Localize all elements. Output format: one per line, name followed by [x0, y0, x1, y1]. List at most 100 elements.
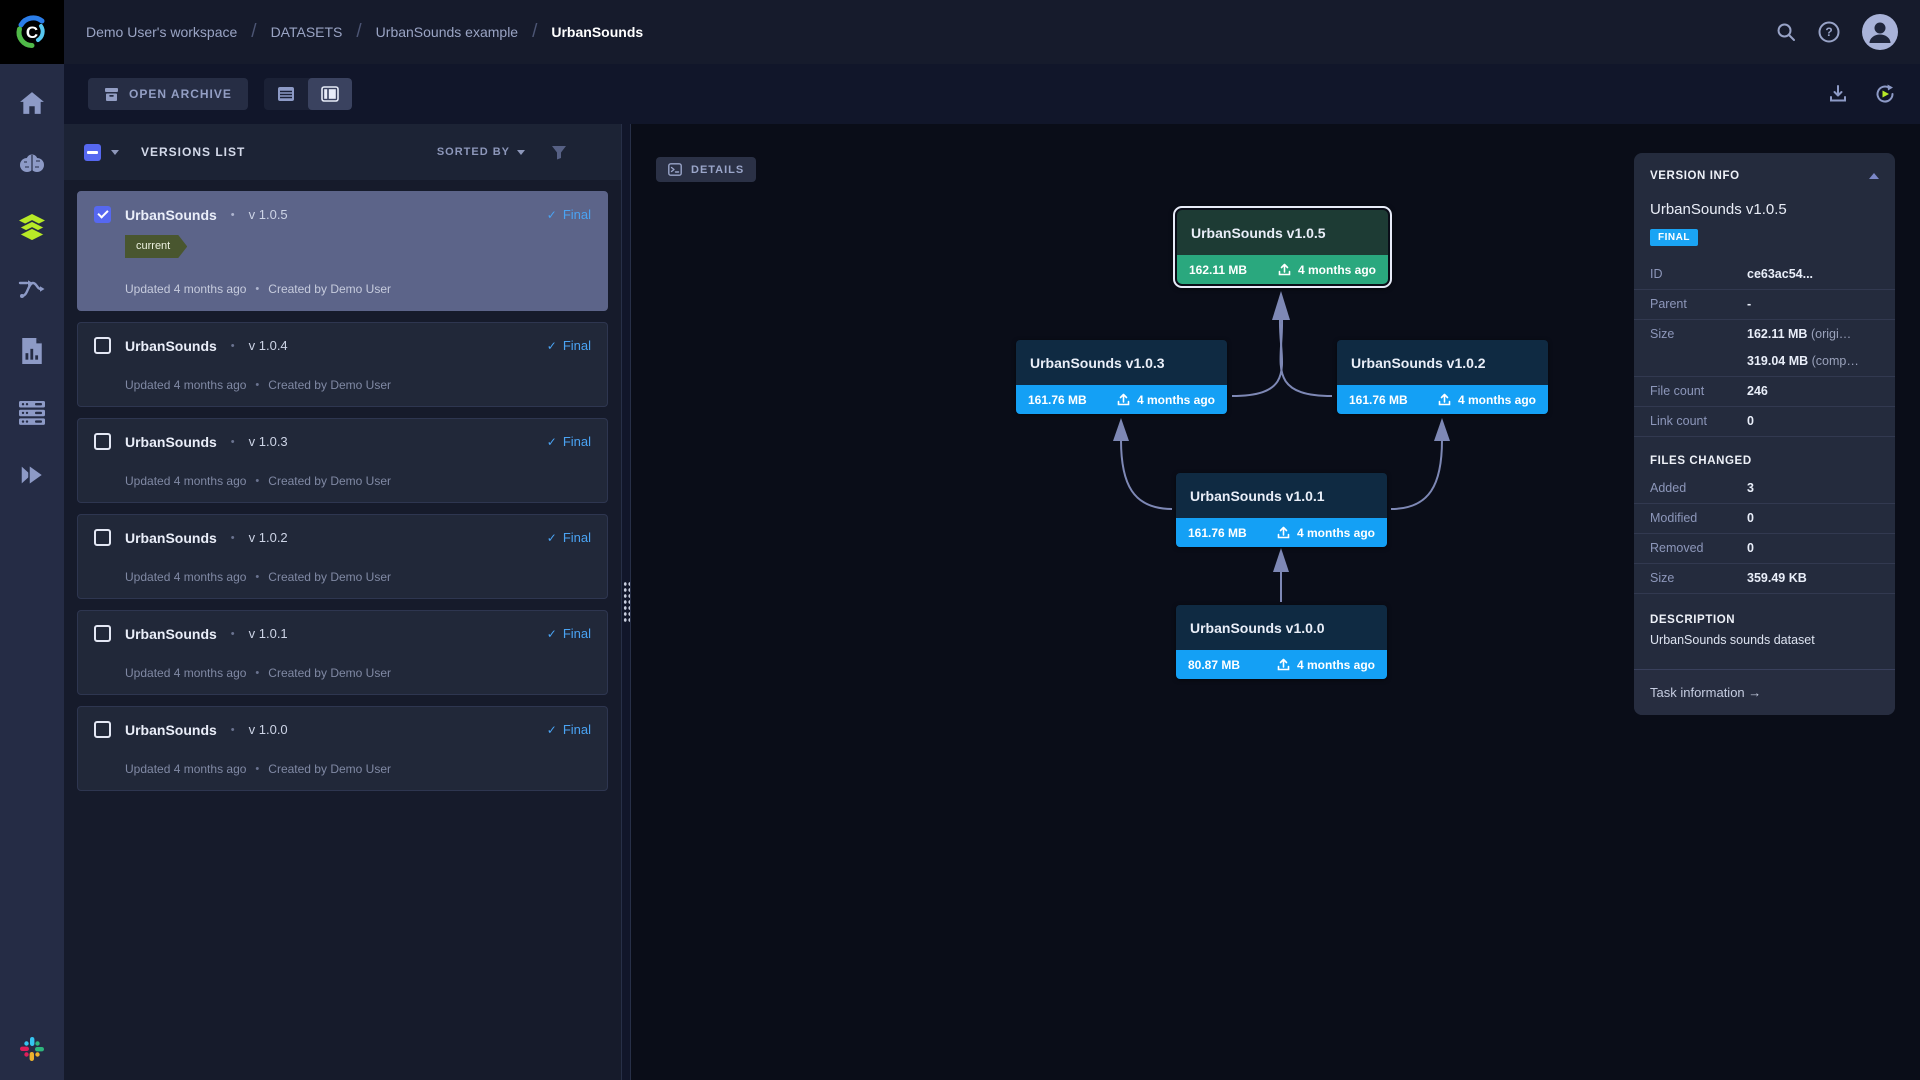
- view-toggle-group: [263, 78, 352, 110]
- collapse-chevron-icon[interactable]: [1869, 173, 1879, 179]
- node-footer: 80.87 MB 4 months ago: [1176, 650, 1387, 679]
- selection-menu-caret-icon[interactable]: [111, 149, 119, 155]
- updated-text: Updated 4 months ago: [125, 378, 247, 392]
- user-avatar[interactable]: [1862, 14, 1898, 50]
- version-row-1.0.4[interactable]: UrbanSounds v 1.0.4 Final Updated 4 mont…: [77, 322, 608, 407]
- graph-node-v1.0.5[interactable]: UrbanSounds v1.0.5 162.11 MB 4 months ag…: [1173, 206, 1392, 288]
- upload-icon: [1277, 526, 1290, 539]
- task-information-label: Task information →: [1650, 685, 1762, 700]
- info-row-size: Size 162.11 MB (origi… 319.04 MB (comp…: [1634, 320, 1895, 377]
- updated-text: Updated 4 months ago: [125, 666, 247, 680]
- sidebar-item-datasets[interactable]: [0, 196, 64, 258]
- updated-text: Updated 4 months ago: [125, 570, 247, 584]
- open-archive-button[interactable]: OPEN ARCHIVE: [88, 78, 248, 110]
- slack-link[interactable]: [0, 1036, 64, 1062]
- info-value: 0: [1747, 511, 1754, 525]
- sidebar-item-applications[interactable]: [0, 444, 64, 506]
- row-checkbox[interactable]: [94, 206, 111, 223]
- info-label: Size: [1650, 327, 1675, 341]
- node-size: 161.76 MB: [1028, 392, 1087, 407]
- row-checkbox[interactable]: [94, 433, 111, 450]
- status-final: Final: [547, 722, 591, 737]
- breadcrumb-datasets[interactable]: DATASETS: [270, 24, 343, 40]
- sidebar-item-projects[interactable]: [0, 134, 64, 196]
- graph-node-v1.0.0[interactable]: UrbanSounds v1.0.0 80.87 MB 4 months ago: [1176, 605, 1387, 679]
- node-size: 80.87 MB: [1188, 657, 1241, 672]
- details-button[interactable]: DETAILS: [656, 157, 757, 182]
- version-info-title-label: VERSION INFO: [1650, 170, 1740, 182]
- applications-icon: [20, 463, 45, 487]
- info-value-original: 162.11 MB (origi…: [1747, 327, 1852, 341]
- version-row-1.0.2[interactable]: UrbanSounds v 1.0.2 Final Updated 4 mont…: [77, 514, 608, 599]
- info-row-removed: Removed 0: [1634, 534, 1895, 564]
- sorted-by-label: SORTED BY: [436, 146, 510, 158]
- sidebar-item-reports[interactable]: [0, 320, 64, 382]
- sidebar-item-pipelines[interactable]: [0, 258, 64, 320]
- version-row-1.0.0[interactable]: UrbanSounds v 1.0.0 Final Updated 4 mont…: [77, 706, 608, 791]
- sidebar: C: [0, 0, 64, 1080]
- graph-node-v1.0.2[interactable]: UrbanSounds v1.0.2 161.76 MB 4 months ag…: [1337, 340, 1548, 414]
- sidebar-item-workers[interactable]: [0, 382, 64, 444]
- edge-v101-to-v102: [1390, 439, 1443, 510]
- node-size: 161.76 MB: [1188, 525, 1247, 540]
- version-info-panel: VERSION INFO UrbanSounds v1.0.5 FINAL ID…: [1634, 153, 1895, 715]
- upload-icon: [1438, 393, 1451, 406]
- breadcrumb-separator: [356, 21, 361, 43]
- arrowhead-icon: [1272, 291, 1290, 320]
- filter-funnel-icon[interactable]: [551, 145, 567, 160]
- row-checkbox[interactable]: [94, 625, 111, 642]
- archive-icon: [105, 87, 118, 101]
- breadcrumb-workspace[interactable]: Demo User's workspace: [86, 24, 238, 40]
- breadcrumb: Demo User's workspace DATASETS UrbanSoun…: [86, 21, 643, 43]
- select-all-checkbox[interactable]: [84, 143, 101, 161]
- graph-node-v1.0.1[interactable]: UrbanSounds v1.0.1 161.76 MB 4 months ag…: [1176, 473, 1387, 547]
- download-button[interactable]: [1828, 84, 1848, 104]
- info-label: ID: [1650, 267, 1663, 281]
- version-info-rows: ID ce63ac54... Parent - Size 162.11 MB (…: [1634, 260, 1895, 437]
- sorted-by-caret-icon: [517, 149, 525, 155]
- row-checkbox[interactable]: [94, 337, 111, 354]
- info-row-link-count: Link count 0: [1634, 407, 1895, 437]
- dot-separator: [255, 475, 259, 487]
- info-value: 359.49 KB: [1747, 571, 1807, 585]
- version-row-1.0.1[interactable]: UrbanSounds v 1.0.1 Final Updated 4 mont…: [77, 610, 608, 695]
- created-text: Created by Demo User: [268, 666, 391, 680]
- panel-resize-handle[interactable]: [621, 124, 631, 1080]
- auto-refresh-button[interactable]: [1874, 83, 1896, 105]
- info-label: Modified: [1650, 511, 1698, 525]
- arrowhead-icon: [1434, 418, 1450, 441]
- graph-node-v1.0.3[interactable]: UrbanSounds v1.0.3 161.76 MB 4 months ag…: [1016, 340, 1227, 414]
- version-name: UrbanSounds: [125, 337, 217, 354]
- info-value-compressed: 319.04 MB (comp…: [1747, 354, 1859, 368]
- sorted-by-dropdown[interactable]: SORTED BY: [437, 146, 525, 158]
- upload-icon: [1117, 393, 1130, 406]
- dot-separator: [231, 340, 235, 352]
- sidebar-item-home[interactable]: [0, 72, 64, 134]
- dot-separator: [255, 571, 259, 583]
- table-view-button[interactable]: [264, 78, 308, 110]
- toolbar-right-actions: [1828, 83, 1896, 105]
- node-age: 4 months ago: [1296, 525, 1375, 540]
- row-checkbox[interactable]: [94, 721, 111, 738]
- search-button[interactable]: [1776, 22, 1796, 42]
- node-title: UrbanSounds v1.0.3: [1016, 340, 1227, 385]
- task-information-link[interactable]: Task information →: [1634, 669, 1895, 715]
- breadcrumb-project[interactable]: UrbanSounds example: [375, 24, 519, 40]
- datasets-layers-icon: [18, 213, 46, 241]
- breadcrumb-current: UrbanSounds: [551, 24, 644, 40]
- info-label: Added: [1650, 481, 1687, 495]
- open-archive-label: OPEN ARCHIVE: [129, 87, 232, 101]
- drag-grip-icon: [622, 581, 630, 623]
- version-row-1.0.5[interactable]: UrbanSounds v 1.0.5 Final current Update…: [77, 191, 608, 311]
- split-view-button[interactable]: [307, 78, 352, 110]
- version-row-1.0.3[interactable]: UrbanSounds v 1.0.3 Final Updated 4 mont…: [77, 418, 608, 503]
- clearml-logo[interactable]: C: [0, 0, 64, 64]
- workers-queues-icon: [19, 401, 45, 425]
- created-text: Created by Demo User: [268, 570, 391, 584]
- version-name: UrbanSounds: [125, 433, 217, 450]
- node-footer: 162.11 MB 4 months ago: [1177, 255, 1388, 284]
- help-button[interactable]: ?: [1818, 21, 1840, 43]
- node-age: 4 months ago: [1457, 392, 1536, 407]
- row-checkbox[interactable]: [94, 529, 111, 546]
- node-footer: 161.76 MB 4 months ago: [1176, 518, 1387, 547]
